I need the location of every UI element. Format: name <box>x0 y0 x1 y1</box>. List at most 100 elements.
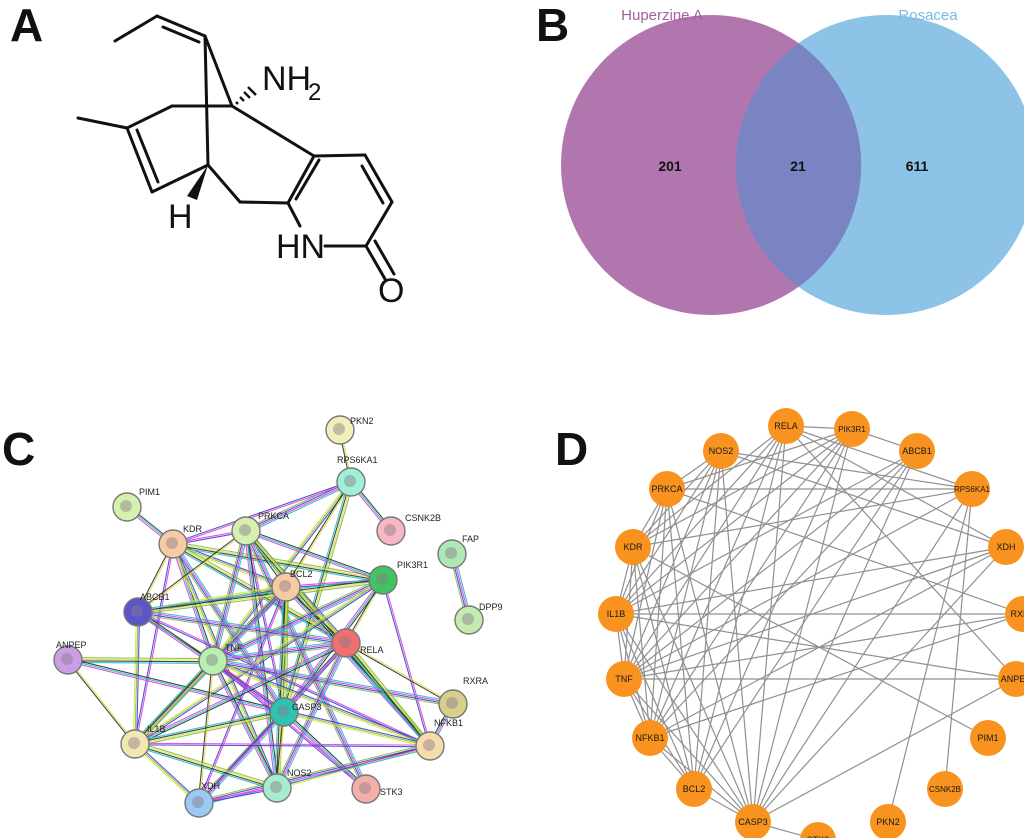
circle-node-rxra[interactable]: RXRA <box>1005 596 1024 632</box>
circle-node-label: XDH <box>996 542 1015 552</box>
string-node-pik3r1[interactable]: PIK3R1 <box>368 560 428 595</box>
string-node-stk3[interactable]: STK3 <box>351 774 403 804</box>
string-node-tnf[interactable]: TNF <box>198 643 243 676</box>
circle-node-label: NOS2 <box>709 446 734 456</box>
string-edge-rps6ka1-bcl2 <box>284 481 353 588</box>
string-edge-il1b-nos2 <box>134 741 278 791</box>
circle-node-label: STK3 <box>807 835 830 838</box>
string-node-label: RELA <box>360 645 384 655</box>
nh-label: HN <box>276 228 325 266</box>
string-node-nos2[interactable]: NOS2 <box>262 768 312 803</box>
circle-edge-nfkb1-prkca <box>649 488 668 739</box>
circle-node-label: PIK3R1 <box>838 425 866 434</box>
string-node-anpep[interactable]: ANPEP <box>53 640 87 675</box>
circle-node-prkca[interactable]: PRKCA <box>649 471 685 507</box>
circle-node-label: ANPEP <box>1001 674 1024 684</box>
circle-edge-rps6ka1-tnf <box>623 488 973 680</box>
string-node-prkca[interactable]: PRKCA <box>231 511 289 546</box>
panel-label-a: A <box>10 0 44 51</box>
string-node-label: PIM1 <box>139 487 160 497</box>
string-node-label: CSNK2B <box>405 513 441 523</box>
circle-edge-rps6ka1-pkn2 <box>887 488 973 823</box>
circle-node-bcl2[interactable]: BCL2 <box>676 771 712 807</box>
string-node-il1b[interactable]: IL1B <box>120 724 166 759</box>
venn-label-huperzine: Huperzine A <box>621 7 703 24</box>
circle-edge-xdh-tnf <box>623 546 1007 680</box>
string-node-dpp9[interactable]: DPP9 <box>454 602 503 635</box>
circle-edge-abcb1-nfkb1 <box>649 450 918 739</box>
circle-node-nfkb1[interactable]: NFKB1 <box>632 720 668 756</box>
circle-node-rela[interactable]: RELA <box>768 408 804 444</box>
string-edge-tnf-nfkb1 <box>212 658 431 749</box>
circle-node-xdh[interactable]: XDH <box>988 529 1024 565</box>
circle-node-rps6ka1[interactable]: RPS6KA1 <box>954 471 991 507</box>
circle-node-label: PIM1 <box>977 733 998 743</box>
circle-node-nos2[interactable]: NOS2 <box>703 433 739 469</box>
circle-node-il1b[interactable]: IL1B <box>598 596 634 632</box>
circle-node-pim1[interactable]: PIM1 <box>970 720 1006 756</box>
string-node-rxra[interactable]: RXRA <box>438 676 488 719</box>
circle-edge-pik3r1-kdr <box>632 428 853 548</box>
string-node-abcb1[interactable]: ABCB1 <box>123 592 170 627</box>
circle-edge-rela-tnf <box>623 425 787 680</box>
string-edge-prkca-abcb1 <box>137 529 247 614</box>
string-edge-rela-il1b <box>134 641 347 746</box>
circle-edge-casp3-tnf <box>623 678 754 823</box>
string-node-pkn2[interactable]: PKN2 <box>325 415 374 445</box>
venn-count-overlap: 21 <box>790 158 806 174</box>
circle-node-pik3r1[interactable]: PIK3R1 <box>834 411 870 447</box>
string-node-label: ANPEP <box>56 640 87 650</box>
circle-edge-rela-anpep <box>785 425 1017 680</box>
circle-edge-casp3-nos2 <box>720 450 754 823</box>
string-node-kdr[interactable]: KDR <box>158 524 203 559</box>
string-node-fap[interactable]: FAP <box>437 534 479 569</box>
circle-edge-pik3r1-il1b <box>615 428 853 615</box>
circle-node-abcb1[interactable]: ABCB1 <box>899 433 935 469</box>
string-node-label: FAP <box>462 534 479 544</box>
string-node-label: TNF <box>225 643 243 653</box>
amine-label: NH <box>262 60 311 98</box>
string-node-bcl2[interactable]: BCL2 <box>271 569 313 602</box>
string-edge-casp3-nfkb1 <box>283 709 431 749</box>
circle-edge-rps6ka1-csnk2b <box>944 488 973 790</box>
string-edge-rela-rxra <box>345 641 454 706</box>
circle-node-label: RPS6KA1 <box>954 485 991 494</box>
string-node-label: NFKB1 <box>434 718 463 728</box>
string-node-label: STK3 <box>380 787 403 797</box>
circle-node-label: TNF <box>615 674 633 684</box>
string-node-casp3[interactable]: CASP3 <box>269 697 322 727</box>
string-node-csnk2b[interactable]: CSNK2B <box>376 513 441 546</box>
circle-edge-bcl2-il1b <box>615 613 695 790</box>
string-node-label: KDR <box>183 524 203 534</box>
string-node-xdh[interactable]: XDH <box>184 781 220 818</box>
string-node-rps6ka1[interactable]: RPS6KA1 <box>336 455 378 497</box>
circle-node-anpep[interactable]: ANPEP <box>998 661 1024 697</box>
string-node-label: RPS6KA1 <box>337 455 378 465</box>
panel-label-b: B <box>536 0 570 51</box>
string-edge-anpep-tnf <box>67 657 214 664</box>
circle-node-stk3[interactable]: STK3 <box>800 822 836 838</box>
circle-node-tnf[interactable]: TNF <box>606 661 642 697</box>
circle-node-csnk2b[interactable]: CSNK2B <box>927 771 963 807</box>
circle-edge-rps6ka1-kdr <box>632 488 973 548</box>
string-node-rela[interactable]: RELA <box>331 628 384 658</box>
circle-edge-abcb1-il1b <box>615 450 918 615</box>
circle-node-pkn2[interactable]: PKN2 <box>870 804 906 838</box>
circle-edge-casp3-il1b <box>615 613 754 823</box>
string-node-label: PRKCA <box>258 511 289 521</box>
string-edge-casp3-stk3 <box>282 710 368 791</box>
venn-overlap-region <box>735 43 862 287</box>
circle-edge-anpep-casp3 <box>752 678 1017 823</box>
string-edge-pik3r1-il1b <box>133 578 385 746</box>
string-node-nfkb1[interactable]: NFKB1 <box>415 718 463 761</box>
circle-edge-rela-nfkb1 <box>649 425 787 739</box>
string-edge-rela-nfkb1 <box>343 641 433 748</box>
circle-node-casp3[interactable]: CASP3 <box>735 804 771 838</box>
venn-label-rosacea: Rosacea <box>898 7 958 24</box>
string-node-pim1[interactable]: PIM1 <box>112 487 160 522</box>
string-edge-anpep-casp3 <box>67 657 285 715</box>
circle-node-kdr[interactable]: KDR <box>615 529 651 565</box>
string-edge-pik3r1-tnf <box>211 577 385 664</box>
circle-edge-xdh-nos2 <box>720 450 1007 548</box>
